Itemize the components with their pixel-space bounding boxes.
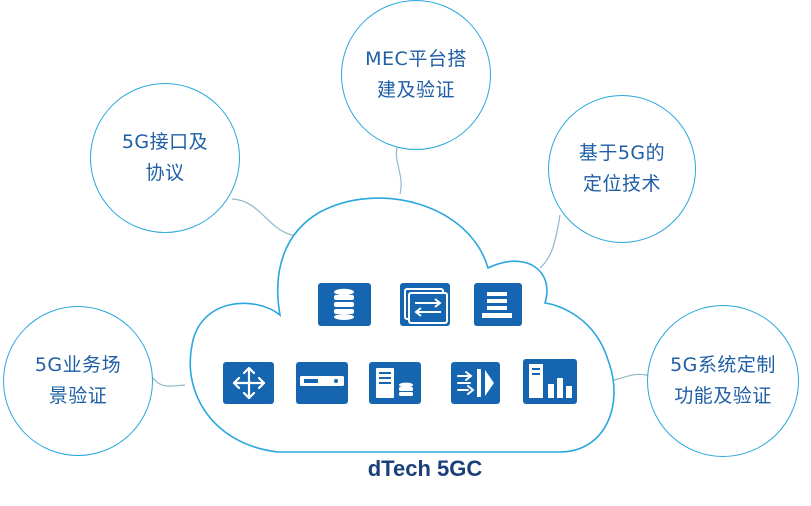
bubble-mec-platform: MEC平台搭 建及验证 [341, 0, 491, 150]
switch-icon [296, 362, 348, 404]
connector-mec [395, 144, 402, 195]
bubble-line: 协议 [145, 162, 185, 184]
bubble-label: 5G系统定制 功能及验证 [670, 350, 776, 412]
bubble-label: 5G业务场 景验证 [35, 350, 121, 412]
diagram-caption: dTech 5GC [367, 456, 483, 481]
bubble-5g-interface: 5G接口及 协议 [90, 83, 240, 233]
bubble-label: MEC平台搭 建及验证 [365, 44, 467, 106]
bubble-label: 基于5G的 定位技术 [579, 138, 665, 200]
bubble-line: 功能及验证 [674, 385, 772, 407]
bubble-line: 定位技术 [582, 173, 661, 195]
bubble-line: 基于5G的 [578, 142, 666, 164]
storage-stack-icon [474, 283, 522, 326]
bubble-line: 景验证 [48, 385, 108, 407]
bubble-line: 5G接口及 [121, 131, 209, 153]
router-icon [223, 362, 274, 404]
connector-interface [231, 198, 301, 237]
bubble-label: 5G接口及 协议 [122, 127, 208, 189]
server-database-icon [369, 362, 421, 404]
connector-positioning [539, 214, 561, 269]
bubble-line: 5G业务场 [34, 354, 122, 376]
server-chart-icon [523, 359, 577, 404]
database-icon [318, 283, 371, 326]
bubble-line: 5G系统定制 [670, 354, 776, 376]
connector-scenario [149, 373, 186, 387]
bubble-5g-positioning: 基于5G的 定位技术 [548, 95, 696, 243]
firewall-icon [451, 362, 500, 404]
bubble-line: 建及验证 [376, 79, 455, 101]
bubble-line: MEC平台搭 [365, 48, 467, 70]
bubble-5g-custom: 5G系统定制 功能及验证 [647, 305, 799, 457]
bubble-5g-scenario: 5G业务场 景验证 [3, 306, 153, 456]
transfer-server-icon [400, 283, 450, 326]
